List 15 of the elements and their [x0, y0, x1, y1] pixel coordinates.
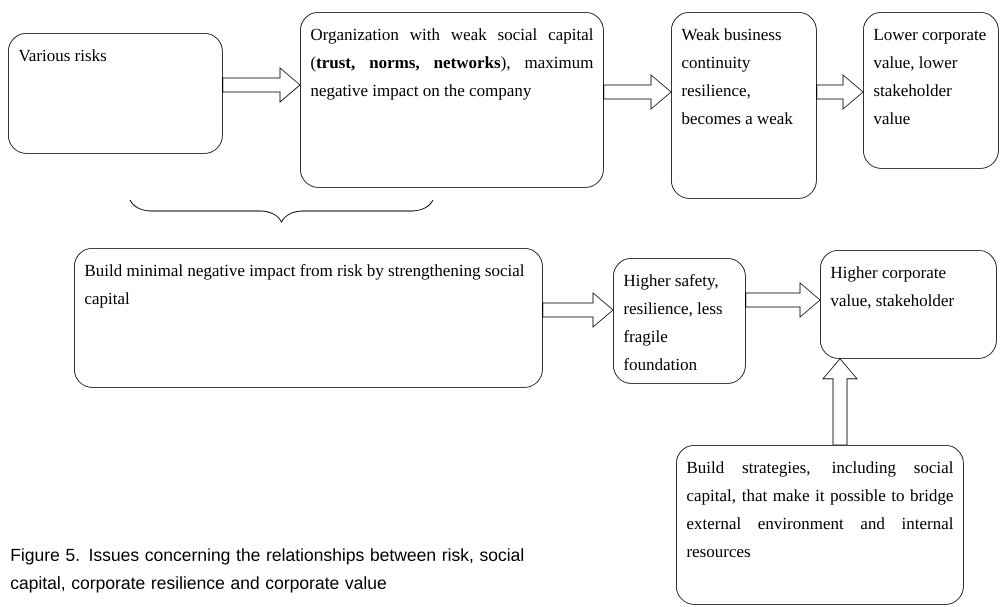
caption: Figure 5. Issues concerning the relationships between risk, social capital, corporate resilience and corporate value [10, 548, 524, 593]
process-box: Various risks [8, 33, 223, 154]
block-arrow [822, 358, 858, 446]
block-arrow [222, 67, 301, 103]
block-arrow [603, 74, 672, 110]
process-box: Weak business continuity resilience, becomes a weak [671, 12, 817, 199]
block-arrow [816, 74, 864, 110]
process-box: Lower corporate value, lower stakeholder value [863, 12, 999, 169]
process-box: Higher safety, resilience, less fragile foundation [613, 258, 746, 384]
process-box: Build strategies, including social capital, that make it possible to bridge external environment and internal resources [676, 445, 964, 605]
block-arrow [542, 292, 614, 328]
process-box: Organization with weak social capital (trust, norms, networks), maximum negative impact on the company [300, 12, 604, 188]
process-box: Build minimal negative impact from risk by strengthening social capital [74, 248, 543, 388]
block-arrow [745, 282, 821, 318]
process-box: Higher corporate value, stakeholder [820, 250, 997, 359]
